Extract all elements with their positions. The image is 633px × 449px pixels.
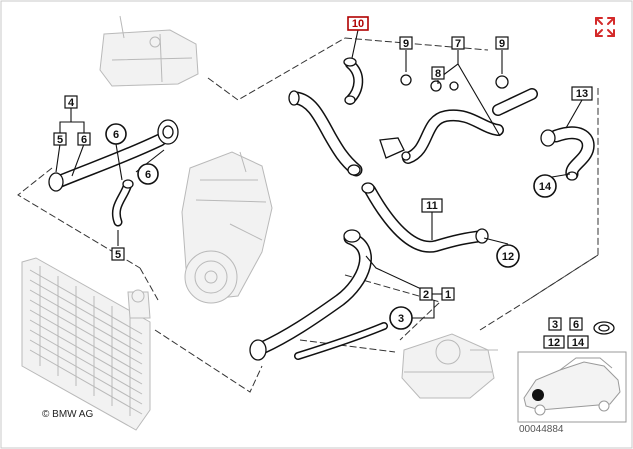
thermostat-housing-ghost	[99, 15, 199, 87]
callout-12-circle[interactable]: 12	[496, 244, 520, 268]
hose-upper	[289, 91, 363, 177]
callout-1-label: 1	[445, 289, 451, 301]
hose-7-right	[492, 88, 538, 116]
callout-3-circle[interactable]: 3	[389, 306, 413, 330]
vehicle-locator-inset	[517, 351, 627, 423]
clamp	[475, 228, 489, 244]
callout-12-label: 12	[502, 251, 514, 263]
callout-6-label: 6	[113, 129, 119, 141]
clamp	[344, 95, 356, 105]
callout-11[interactable]: 11	[421, 198, 443, 213]
clamp	[598, 324, 610, 332]
catalog-number: 00044884	[519, 424, 564, 435]
clamp	[48, 172, 64, 192]
radiator	[21, 257, 151, 431]
legend-box-6	[569, 317, 583, 331]
legend-box-3	[548, 317, 562, 331]
callout-9-label: 9	[403, 38, 409, 50]
legend-box-12	[543, 335, 565, 349]
expand-arrows-icon[interactable]	[595, 17, 615, 37]
callout-13[interactable]: 13	[571, 86, 593, 101]
copyright-text: © BMW AG	[42, 409, 93, 420]
callout-8[interactable]: 8	[431, 66, 445, 80]
callout-10[interactable]: 10	[347, 16, 369, 31]
hose-7	[402, 109, 504, 164]
callout-4-label: 4	[68, 97, 75, 109]
callout-5-label: 5	[57, 134, 63, 146]
callout-2[interactable]: 2	[419, 287, 433, 301]
callout-6-label: 6	[145, 169, 151, 181]
expansion-tank-ghost	[401, 333, 498, 399]
hose-2	[255, 231, 372, 355]
callout-6-circle[interactable]: 6	[137, 163, 159, 185]
callout-6[interactable]: 6	[77, 132, 91, 146]
clamp	[361, 182, 375, 194]
callout-10-label: 10	[352, 18, 364, 30]
callout-7-label: 7	[455, 38, 461, 50]
hose-small-left	[111, 179, 133, 227]
hose-4	[51, 133, 167, 189]
fitting	[401, 151, 411, 161]
hose-11	[364, 184, 488, 253]
callout-labels: 4 5 6 6 6 5 10 9	[53, 16, 593, 330]
legend-12-label: 12	[548, 337, 560, 349]
legend-box-14	[567, 335, 589, 349]
assembly-guide-lines	[17, 37, 599, 393]
callout-8-label: 8	[435, 68, 441, 80]
clamp	[343, 57, 357, 67]
callout-3-label: 3	[398, 313, 404, 325]
callout-9[interactable]: 9	[399, 36, 413, 50]
clamp	[122, 179, 134, 189]
callout-13-label: 13	[576, 88, 588, 100]
clamp-legend: 3 6 12 14	[543, 317, 589, 349]
callout-4[interactable]: 4	[64, 95, 78, 109]
clamp	[566, 171, 578, 181]
screw-9	[495, 75, 509, 89]
callout-5-label: 5	[115, 249, 121, 261]
callout-6-label: 6	[81, 134, 87, 146]
callout-9[interactable]: 9	[495, 36, 509, 50]
water-pump-ghost	[181, 151, 273, 304]
clamp	[540, 129, 556, 147]
callout-14-label: 14	[539, 181, 552, 193]
callout-1[interactable]: 1	[441, 287, 455, 301]
clamp	[162, 125, 174, 139]
hose-clamps	[48, 57, 615, 361]
legend-3-label: 3	[552, 319, 558, 331]
callout-5[interactable]: 5	[111, 247, 125, 261]
hose-10	[345, 59, 364, 105]
fitting-8	[449, 81, 459, 91]
location-marker	[532, 389, 544, 401]
callout-9-label: 9	[499, 38, 505, 50]
hose-3	[294, 322, 388, 360]
clamp	[288, 90, 300, 106]
callout-2-label: 2	[423, 289, 429, 301]
fitting-8	[430, 80, 442, 92]
callout-14-circle[interactable]: 14	[533, 174, 557, 198]
callout-7[interactable]: 7	[451, 36, 465, 50]
bracket	[379, 137, 405, 159]
callout-11-label: 11	[426, 200, 438, 212]
clamp	[343, 229, 361, 243]
legend-6-label: 6	[573, 319, 579, 331]
callout-6-circle[interactable]: 6	[105, 123, 127, 145]
clamp	[249, 339, 267, 361]
legend-14-label: 14	[572, 337, 585, 349]
coolant-hoses	[51, 59, 595, 360]
callout-5[interactable]: 5	[53, 132, 67, 146]
screw-9	[400, 74, 412, 86]
hose-13	[549, 126, 595, 181]
clamp	[347, 164, 361, 176]
